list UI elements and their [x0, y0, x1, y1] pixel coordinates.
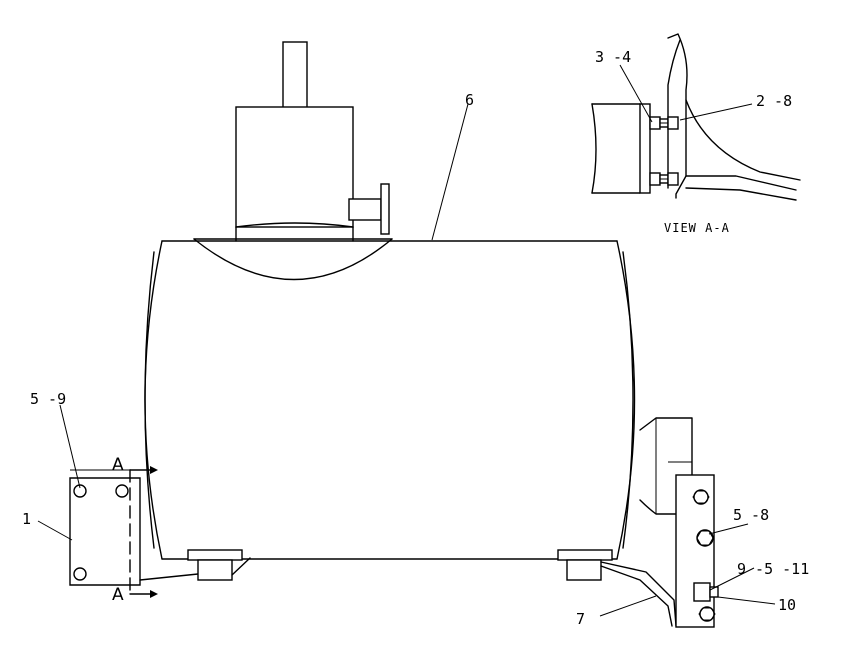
- left-mounting-bracket: [69, 469, 199, 586]
- side-fitting: [348, 183, 390, 235]
- muffler-body: [144, 240, 636, 560]
- section-line-a-a: A A: [112, 455, 158, 605]
- left-mount-pad: [187, 549, 251, 581]
- callout-2-8: 2 -8: [756, 92, 792, 110]
- exhaust-outlet-stack: [193, 41, 393, 281]
- leader-lines: [37, 64, 776, 617]
- callout-9-5-11: 9 -5 -11: [737, 560, 809, 578]
- callout-7: 7: [576, 610, 585, 628]
- section-mark-bottom: A: [112, 585, 124, 605]
- callout-10: 10: [778, 596, 796, 614]
- callout-1: 1: [22, 510, 31, 528]
- inlet-pipe: [639, 417, 693, 515]
- view-a-a-detail: VIEW A-A: [591, 33, 801, 235]
- callout-5-8: 5 -8: [733, 506, 769, 524]
- right-mount-pad: [557, 549, 613, 581]
- section-mark-top: A: [112, 455, 124, 475]
- callout-3-4: 3 -4: [595, 48, 631, 66]
- callout-6: 6: [465, 91, 474, 109]
- callout-5-9: 5 -9: [30, 390, 66, 408]
- right-support-bracket: [600, 474, 719, 628]
- view-caption: VIEW A-A: [664, 221, 730, 235]
